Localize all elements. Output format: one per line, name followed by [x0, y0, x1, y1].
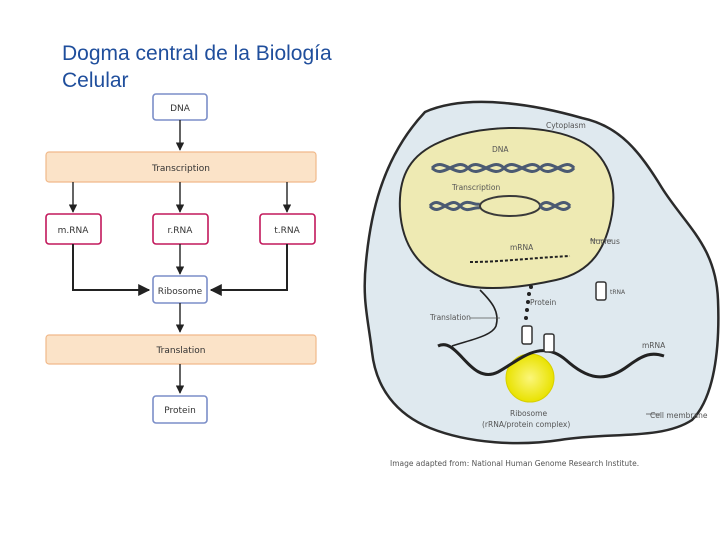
- cell-trna-label: tRNA: [610, 289, 626, 296]
- cell-mrna-label: mRNA: [642, 341, 666, 350]
- protein-label: Protein: [164, 406, 196, 416]
- trna-box: t.RNA: [259, 213, 316, 245]
- trna-molecules: [521, 281, 607, 353]
- transcription-label: Transcription: [151, 164, 210, 174]
- translation-band: Translation: [45, 334, 317, 365]
- protein-chain: [524, 285, 533, 320]
- cell-protein-label: Protein: [530, 298, 557, 307]
- image-credit: Image adapted from: National Human Genom…: [390, 459, 639, 468]
- translation-label: Translation: [155, 346, 205, 356]
- nuclear-mrna-strand: [469, 255, 571, 263]
- title-line-1: Dogma central de la Biología: [62, 42, 332, 65]
- cell-illustration: Cytoplasm DNA Transcription mRNA Nucleus…: [363, 100, 720, 468]
- cell-translation-label: Translation: [429, 313, 471, 322]
- cell-ribosome-sub-label: (rRNA/protein complex): [482, 420, 570, 429]
- dna-box: DNA: [152, 93, 208, 121]
- cell-membrane-label: Cell membrane: [650, 411, 708, 420]
- dna-helix-lower: [428, 195, 572, 217]
- trna-label: t.RNA: [274, 226, 300, 236]
- ribosome-box: Ribosome: [152, 275, 208, 304]
- nuclear-mrna-label: mRNA: [510, 243, 534, 252]
- cell-transcription-label: Transcription: [451, 183, 500, 192]
- ribosome-label: Ribosome: [158, 287, 203, 297]
- cytoplasm-mrna-strand: [437, 343, 665, 379]
- mrna-box: m.RNA: [45, 213, 102, 245]
- nucleus-label: Nucleus: [590, 237, 620, 246]
- rrna-label: r.RNA: [168, 226, 194, 236]
- transcription-band: Transcription: [45, 151, 317, 183]
- dna-label: DNA: [170, 104, 191, 114]
- rrna-box: r.RNA: [152, 213, 209, 245]
- mrna-label: m.RNA: [58, 226, 90, 236]
- title-line-2: Celular: [62, 69, 129, 92]
- page-title: Dogma central de la Biología Celular: [62, 40, 422, 94]
- dna-helix-upper: [430, 163, 576, 173]
- cytoplasm-label: Cytoplasm: [546, 121, 586, 130]
- cell-ribosome-label: Ribosome: [510, 409, 547, 418]
- flowchart: DNA Transcription m.RNA r.RNA t.RNA: [45, 93, 317, 424]
- protein-box: Protein: [152, 395, 208, 424]
- cell-dna-label: DNA: [492, 145, 509, 154]
